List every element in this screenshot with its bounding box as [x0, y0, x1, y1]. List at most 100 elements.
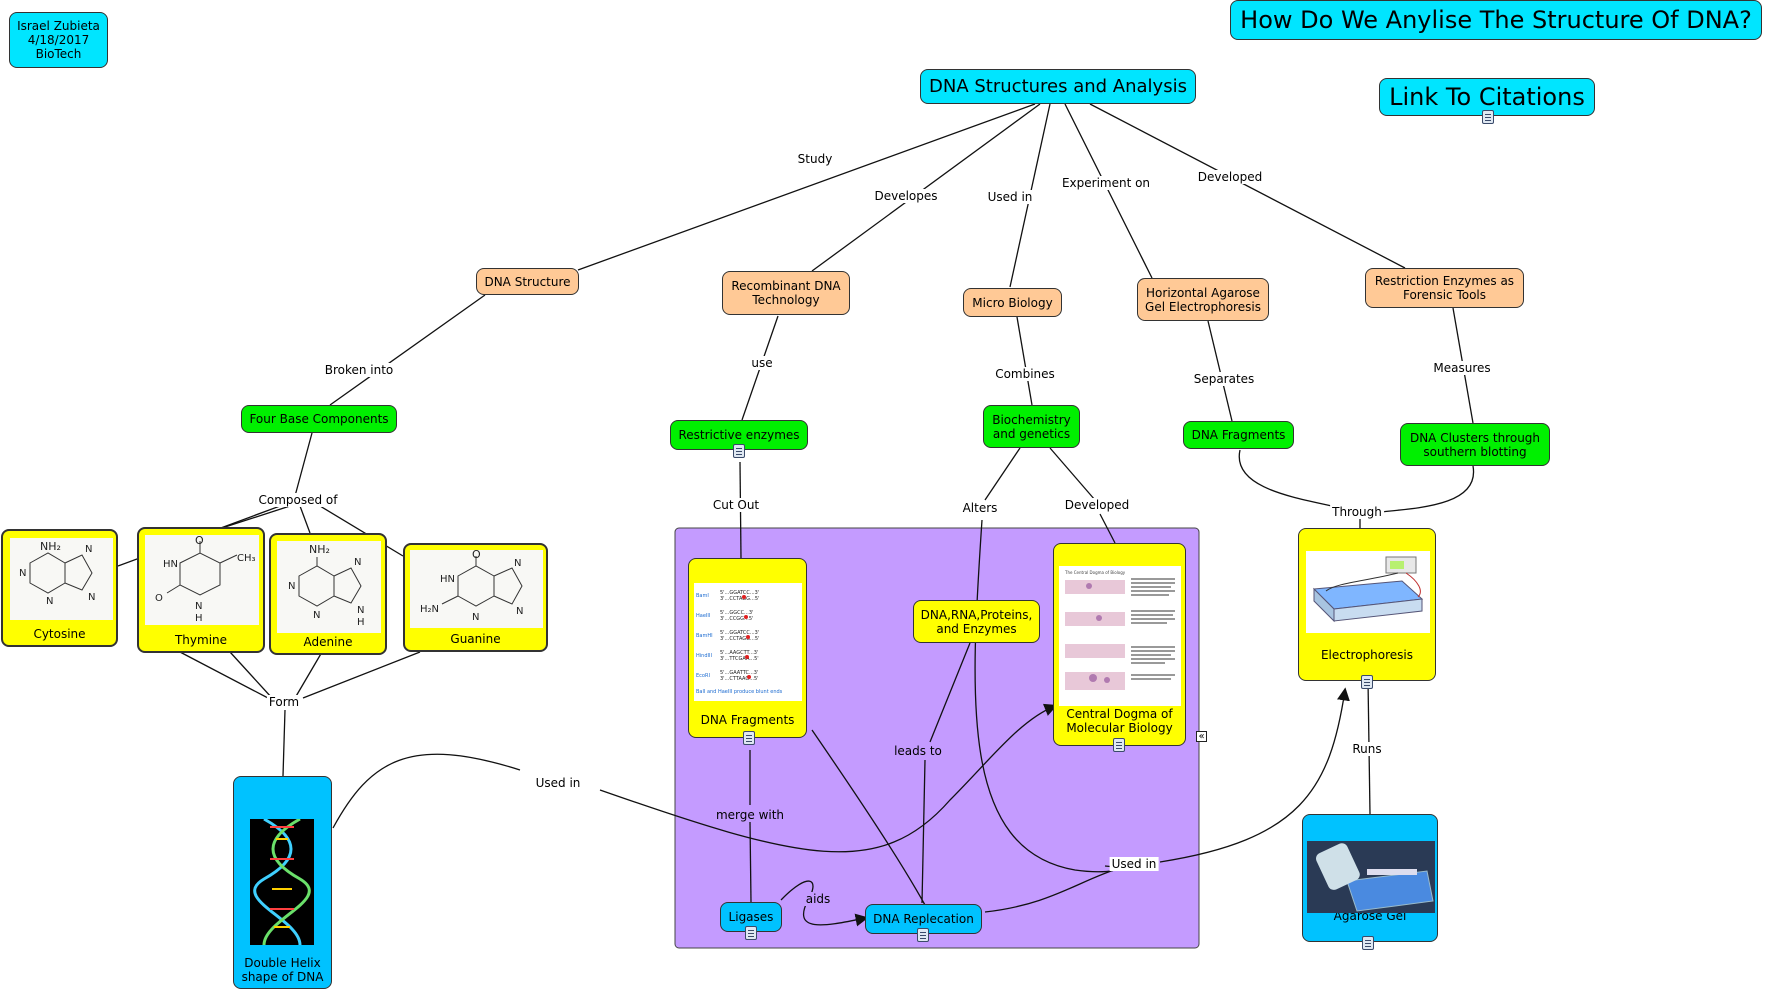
svg-text:N: N — [313, 610, 320, 621]
edge-fragments-replication — [811, 729, 926, 906]
svg-text:CH₃: CH₃ — [237, 553, 256, 564]
node-agarose-gel[interactable]: Agarose Gel — [1302, 814, 1438, 942]
node-electrophoresis[interactable]: Electrophoresis — [1298, 528, 1436, 681]
document-icon[interactable] — [733, 444, 745, 458]
edge-guanine-form — [302, 651, 421, 699]
node-biochemistry[interactable]: Biochemistry and genetics — [983, 405, 1080, 448]
document-icon[interactable] — [743, 731, 755, 745]
edge-root-restriction — [1089, 103, 1406, 269]
edge-cytosine-form — [179, 651, 269, 699]
root-concept[interactable]: DNA Structures and Analysis — [920, 69, 1196, 104]
svg-text:N: N — [514, 558, 521, 569]
guanine-structure-image: O HN H₂N N N N — [410, 550, 543, 628]
node-restriction-forensic[interactable]: Restriction Enzymes as Forensic Tools — [1365, 268, 1524, 308]
svg-text:The Central Dogma of Biology: The Central Dogma of Biology — [1064, 570, 1126, 575]
svg-text:3'...CCTAGG...5': 3'...CCTAGG...5' — [720, 596, 759, 602]
edge-label-cut-out: Cut Out — [710, 498, 762, 512]
svg-text:N: N — [88, 592, 95, 603]
node-double-helix[interactable]: Double Helix shape of DNA — [233, 776, 332, 989]
author-info-box: Israel Zubieta 4/18/2017 BioTech — [9, 12, 108, 68]
edge-label-runs: Runs — [1350, 742, 1384, 756]
node-dna-clusters-label: DNA Clusters through southern blotting — [1409, 430, 1541, 459]
edge-adenine-form — [294, 651, 323, 699]
electrophoresis-apparatus-image — [1306, 551, 1430, 633]
svg-text:N: N — [516, 606, 523, 617]
svg-text:BamI: BamI — [696, 593, 709, 599]
document-icon[interactable] — [1362, 936, 1374, 950]
document-icon[interactable] — [1482, 110, 1494, 124]
svg-text:5'...GGATCC...3': 5'...GGATCC...3' — [720, 630, 759, 636]
node-adenine[interactable]: NH₂ N N N N H Adenine — [269, 533, 387, 655]
edge-composed-adenine — [299, 505, 311, 534]
edge-label-broken-into: Broken into — [322, 363, 396, 377]
collapse-icon[interactable]: « — [1196, 731, 1207, 742]
svg-text:5'...GGATCC...3': 5'...GGATCC...3' — [720, 590, 759, 596]
node-thymine-label: Thymine — [174, 633, 228, 647]
svg-text:HindIII: HindIII — [696, 653, 712, 659]
page-title: How Do We Anylise The Structure Of DNA? — [1230, 0, 1762, 40]
svg-text:O: O — [155, 593, 163, 604]
edge-root-structure — [577, 103, 1036, 271]
edge-label-combines: Combines — [993, 367, 1057, 381]
thymine-structure-image: O HN CH₃ O N H — [145, 535, 259, 625]
edge-fourbase-composed — [294, 432, 313, 497]
edge-biochem-developed — [1049, 447, 1096, 501]
node-cytosine[interactable]: NH₂ N N N N Cytosine — [1, 529, 118, 647]
edge-label-experiment-on: Experiment on — [1059, 176, 1153, 190]
edge-usedin-electro — [1159, 687, 1350, 863]
node-dna-structure[interactable]: DNA Structure — [476, 268, 579, 295]
edge-root-agarose — [1064, 103, 1153, 279]
node-agarose-electrophoresis[interactable]: Horizontal Agarose Gel Electrophoresis — [1137, 278, 1269, 321]
svg-text:N: N — [472, 612, 479, 623]
edge-label-form: Form — [266, 695, 302, 709]
node-guanine[interactable]: O HN H₂N N N N Guanine — [403, 543, 548, 652]
edge-label-use: use — [749, 356, 775, 370]
svg-text:N: N — [46, 596, 53, 607]
node-central-dogma[interactable]: The Central Dogma of Biology Central Dog… — [1053, 543, 1186, 746]
node-dna-clusters[interactable]: DNA Clusters through southern blotting — [1400, 423, 1550, 466]
node-four-base[interactable]: Four Base Components — [241, 405, 397, 433]
citations-link[interactable]: Link To Citations — [1379, 78, 1595, 116]
edge-clusters-through — [1379, 465, 1475, 513]
svg-text:N: N — [19, 568, 26, 579]
document-icon[interactable] — [917, 928, 929, 942]
node-recombinant[interactable]: Recombinant DNA Technology — [722, 271, 850, 315]
citations-link-text: Link To Citations — [1389, 83, 1585, 111]
node-dna-rna-proteins[interactable]: DNA,RNA,Proteins, and Enzymes — [913, 600, 1040, 643]
edge-label-developes: Developes — [872, 189, 940, 203]
agarose-gel-image — [1307, 841, 1435, 913]
edge-label-through: Through — [1330, 505, 1384, 519]
edge-label-study: Study — [795, 152, 835, 166]
central-dogma-image: The Central Dogma of Biology — [1059, 566, 1181, 706]
edge-label-developed-1: Developed — [1195, 170, 1265, 184]
svg-text:BamHI: BamHI — [696, 633, 713, 639]
edge-label-separates: Separates — [1191, 372, 1257, 386]
node-micro-biology[interactable]: Micro Biology — [963, 288, 1062, 317]
svg-text:3'...CTTAAG...5': 3'...CTTAAG...5' — [720, 676, 759, 682]
document-icon[interactable] — [1113, 738, 1125, 752]
edge-label-used-in-1: Used in — [985, 190, 1035, 204]
node-thymine[interactable]: O HN CH₃ O N H Thymine — [137, 527, 265, 653]
svg-text:HN: HN — [163, 559, 178, 570]
svg-text:H₂N: H₂N — [420, 604, 439, 615]
edge-label-used-in-2: Used in — [533, 776, 583, 790]
edge-label-leads-to: leads to — [892, 744, 944, 758]
svg-text:N: N — [195, 601, 202, 612]
document-icon[interactable] — [1361, 675, 1373, 689]
node-restrictive-enzymes-label: Restrictive enzymes — [678, 428, 800, 442]
node-dna-fragments-yellow-label: DNA Fragments — [700, 713, 795, 727]
node-cytosine-label: Cytosine — [33, 627, 86, 641]
node-biochemistry-label: Biochemistry and genetics — [992, 412, 1071, 441]
node-dna-rna-proteins-label: DNA,RNA,Proteins, and Enzymes — [920, 607, 1033, 636]
edge-label-composed-of: Composed of — [256, 493, 340, 507]
edge-label-aids: aids — [803, 892, 833, 906]
node-dna-fragments-green[interactable]: DNA Fragments — [1183, 421, 1294, 449]
node-central-dogma-label: Central Dogma of Molecular Biology — [1066, 707, 1173, 735]
edge-micro-biochem — [1016, 316, 1033, 406]
edge-form-helix — [282, 709, 286, 777]
edge-usedin-dogma — [599, 703, 1058, 853]
document-icon[interactable] — [745, 926, 757, 940]
edge-composed-thymine — [224, 505, 291, 528]
svg-text:H: H — [357, 617, 365, 628]
